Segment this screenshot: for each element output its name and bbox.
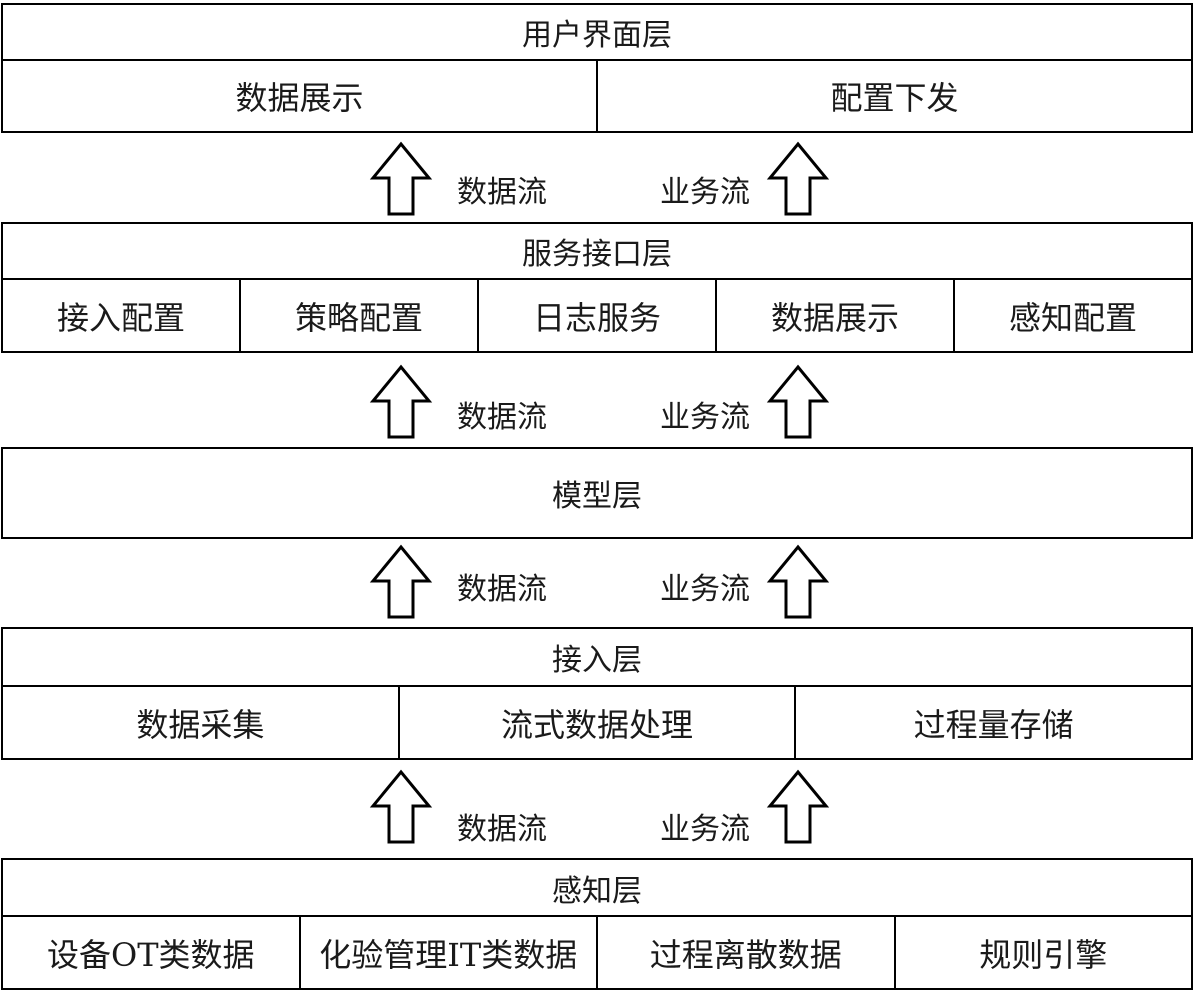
- up-arrow-icon: [766, 141, 830, 216]
- access-layer: 接入层 数据采集 流式数据处理 过程量存储: [1, 627, 1193, 760]
- module-rule-engine: 规则引擎: [893, 917, 1192, 988]
- module-device-ot-data: 设备OT类数据: [46, 935, 255, 974]
- module-stream-processing: 流式数据处理: [397, 687, 795, 758]
- module-process-discrete-data: 过程离散数据: [596, 917, 894, 988]
- module-log-service: 日志服务: [477, 280, 715, 351]
- layer-title: 服务接口层: [522, 237, 672, 272]
- business-flow-label: 业务流: [660, 400, 750, 435]
- business-flow-label: 业务流: [660, 812, 750, 847]
- data-flow-label: 数据流: [457, 400, 547, 435]
- data-flow-label: 数据流: [457, 812, 547, 847]
- module-data-display: 数据展示: [715, 280, 953, 351]
- business-flow-label: 业务流: [660, 572, 750, 607]
- up-arrow-icon: [766, 769, 830, 844]
- up-arrow-icon: [369, 141, 433, 216]
- module-data-collection: 数据采集: [136, 705, 265, 744]
- flow-arrows: 数据流 业务流: [0, 768, 1196, 846]
- up-arrow-icon: [369, 544, 433, 619]
- user-interface-layer: 用户界面层 数据展示 配置下发: [1, 3, 1193, 133]
- layer-title: 用户界面层: [522, 18, 672, 53]
- flow-arrows: 数据流 业务流: [0, 543, 1196, 621]
- layer-title: 感知层: [552, 873, 642, 909]
- data-flow-label: 数据流: [457, 175, 547, 210]
- module-process-storage: 过程量存储: [794, 687, 1191, 758]
- layer-title: 模型层: [552, 479, 642, 514]
- module-policy-config: 策略配置: [239, 280, 477, 351]
- module-config-dispatch: 配置下发: [596, 61, 1191, 131]
- layer-title: 接入层: [552, 643, 642, 678]
- model-layer: 模型层: [1, 447, 1193, 539]
- up-arrow-icon: [369, 769, 433, 844]
- up-arrow-icon: [766, 544, 830, 619]
- up-arrow-icon: [766, 364, 830, 439]
- service-interface-layer: 服务接口层 接入配置 策略配置 日志服务 数据展示 感知配置: [1, 222, 1193, 353]
- module-data-display: 数据展示: [235, 79, 364, 117]
- perception-layer: 感知层 设备OT类数据 化验管理IT类数据 过程离散数据 规则引擎: [1, 858, 1193, 990]
- up-arrow-icon: [369, 364, 433, 439]
- flow-arrows: 数据流 业务流: [0, 140, 1196, 218]
- module-access-config: 接入配置: [56, 298, 185, 337]
- data-flow-label: 数据流: [457, 572, 547, 607]
- flow-arrows: 数据流 业务流: [0, 363, 1196, 441]
- business-flow-label: 业务流: [660, 175, 750, 210]
- module-lab-it-data: 化验管理IT类数据: [298, 917, 597, 988]
- module-perception-config: 感知配置: [953, 280, 1191, 351]
